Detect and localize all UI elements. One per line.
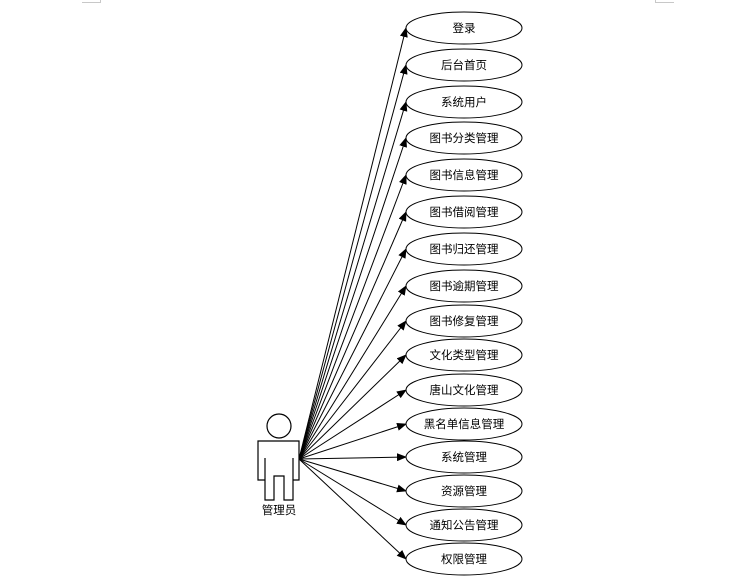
use-case: 系统管理 <box>405 440 523 474</box>
use-case-ellipse <box>405 373 523 407</box>
use-case-ellipse <box>405 121 523 155</box>
use-case-ellipse <box>405 338 523 372</box>
use-case-label: 通知公告管理 <box>430 518 499 532</box>
use-case: 图书借阅管理 <box>405 195 523 229</box>
use-case-label: 图书借阅管理 <box>430 205 499 219</box>
page-corner-marker-right <box>655 0 674 3</box>
association-lines <box>298 27 408 560</box>
use-case-label: 系统管理 <box>441 450 487 464</box>
use-case-ellipse <box>405 304 523 338</box>
use-case-list: 登录后台首页系统用户图书分类管理图书信息管理图书借阅管理图书归还管理图书逾期管理… <box>405 11 523 576</box>
use-case-label: 图书逾期管理 <box>430 279 499 293</box>
association-arrow <box>298 285 407 460</box>
use-case: 权限管理 <box>405 542 523 576</box>
use-case-ellipse <box>405 48 523 82</box>
use-case: 通知公告管理 <box>405 508 523 542</box>
use-case-ellipse <box>405 195 523 229</box>
use-case-ellipse <box>405 158 523 192</box>
use-case-label: 图书修复管理 <box>430 314 499 328</box>
use-case-label: 图书归还管理 <box>430 242 499 256</box>
use-case-label: 登录 <box>453 21 476 35</box>
use-case: 图书修复管理 <box>405 304 523 338</box>
use-case-label: 唐山文化管理 <box>430 383 499 397</box>
association-arrow <box>298 453 407 462</box>
use-case-ellipse <box>405 508 523 542</box>
use-case: 系统用户 <box>405 85 523 119</box>
use-case-ellipse <box>405 85 523 119</box>
association-arrow <box>298 137 407 460</box>
use-case: 图书逾期管理 <box>405 269 523 303</box>
actor-label: 管理员 <box>262 503 297 517</box>
use-case-ellipse <box>405 269 523 303</box>
association-arrow <box>298 64 408 460</box>
use-case-ellipse <box>405 232 523 266</box>
association-arrow <box>298 458 407 560</box>
use-case: 图书信息管理 <box>405 158 523 192</box>
association-arrow <box>298 211 407 460</box>
use-case-label: 后台首页 <box>441 58 487 72</box>
association-arrow <box>298 174 407 460</box>
use-case: 唐山文化管理 <box>405 373 523 407</box>
use-case: 图书归还管理 <box>405 232 523 266</box>
actor-head <box>266 413 292 439</box>
association-arrow <box>298 458 407 526</box>
use-case-label: 文化类型管理 <box>430 348 499 362</box>
association-arrow <box>298 27 408 460</box>
association-arrow <box>298 389 407 460</box>
use-case-ellipse <box>405 542 523 576</box>
association-arrow <box>298 248 407 460</box>
use-case-label: 图书信息管理 <box>430 168 499 182</box>
use-case-ellipse <box>405 11 523 45</box>
use-case-ellipse <box>405 440 523 474</box>
use-case-label: 权限管理 <box>441 552 487 566</box>
use-case: 后台首页 <box>405 48 523 82</box>
association-arrow <box>298 422 407 460</box>
use-case-label: 图书分类管理 <box>430 131 499 145</box>
use-case: 黑名单信息管理 <box>405 407 523 441</box>
association-arrow <box>298 320 407 460</box>
use-case: 登录 <box>405 11 523 45</box>
association-arrow <box>298 354 407 460</box>
use-case: 资源管理 <box>405 474 523 508</box>
association-arrow <box>298 458 407 493</box>
use-case: 图书分类管理 <box>405 121 523 155</box>
use-case-label: 黑名单信息管理 <box>424 417 505 431</box>
use-case-ellipse <box>405 474 523 508</box>
actor-figure: 管理员 <box>257 413 300 517</box>
actor-body <box>257 440 300 501</box>
use-case-ellipse <box>405 407 523 441</box>
use-case-label: 资源管理 <box>441 484 487 498</box>
use-case: 文化类型管理 <box>405 338 523 372</box>
association-arrow <box>298 101 408 460</box>
use-case-label: 系统用户 <box>441 95 487 109</box>
page-corner-marker-left <box>82 0 101 3</box>
